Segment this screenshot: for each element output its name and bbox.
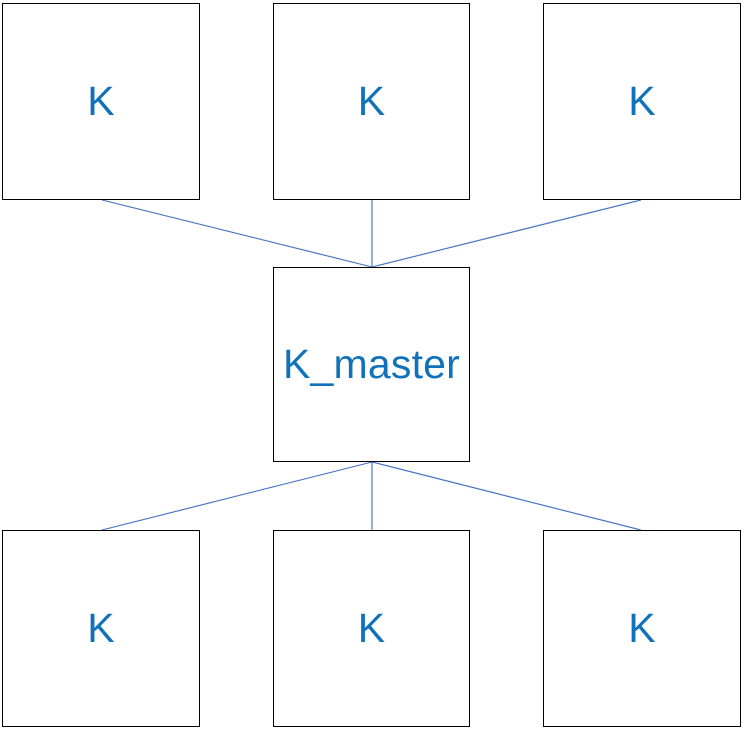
node-hub-k-master[interactable]: K_master: [273, 267, 470, 462]
node-label: K: [357, 78, 386, 124]
node-label: K: [628, 605, 656, 651]
node-label: K_master: [282, 341, 461, 387]
connector-hub-to-bottom-left: [101, 461, 373, 531]
node-label: K: [357, 605, 386, 651]
connector-hub-to-bottom-right: [371, 461, 642, 531]
node-label: K: [628, 78, 656, 124]
node-top-left[interactable]: K: [2, 3, 200, 200]
node-top-middle[interactable]: K: [273, 3, 470, 200]
node-bottom-middle[interactable]: K: [273, 530, 470, 727]
node-bottom-right[interactable]: K: [543, 530, 741, 727]
connector-top-left-to-hub: [101, 199, 373, 268]
node-top-right[interactable]: K: [543, 3, 741, 200]
node-label: K: [87, 605, 115, 651]
connector-top-right-to-hub: [371, 199, 642, 268]
node-label: K: [87, 78, 115, 124]
node-bottom-left[interactable]: K: [2, 530, 200, 727]
